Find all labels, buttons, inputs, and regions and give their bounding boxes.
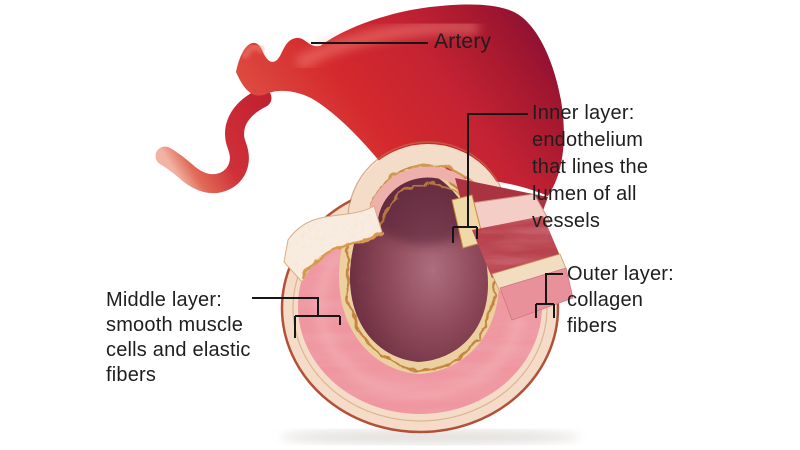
artery-branch: [155, 88, 272, 194]
ground-shadow: [280, 430, 580, 444]
middle-layer-leader-line: [252, 297, 341, 338]
artery-highlight: [294, 20, 479, 71]
middle-layer-label: Middle layer: smooth muscle cells and el…: [106, 289, 251, 386]
outer-layer-leader-line: [535, 273, 563, 318]
inner-layer-label: Inner layer: endothelium that lines the …: [532, 102, 649, 232]
vessel-cross-section: [280, 141, 574, 434]
artery-label: Artery: [434, 30, 492, 53]
cut-face-left: [283, 205, 383, 283]
outer-layer-label: Outer layer: collagen fibers: [567, 263, 674, 337]
artery-tube: [236, 4, 564, 196]
inner-layer-leader-line: [452, 113, 528, 243]
